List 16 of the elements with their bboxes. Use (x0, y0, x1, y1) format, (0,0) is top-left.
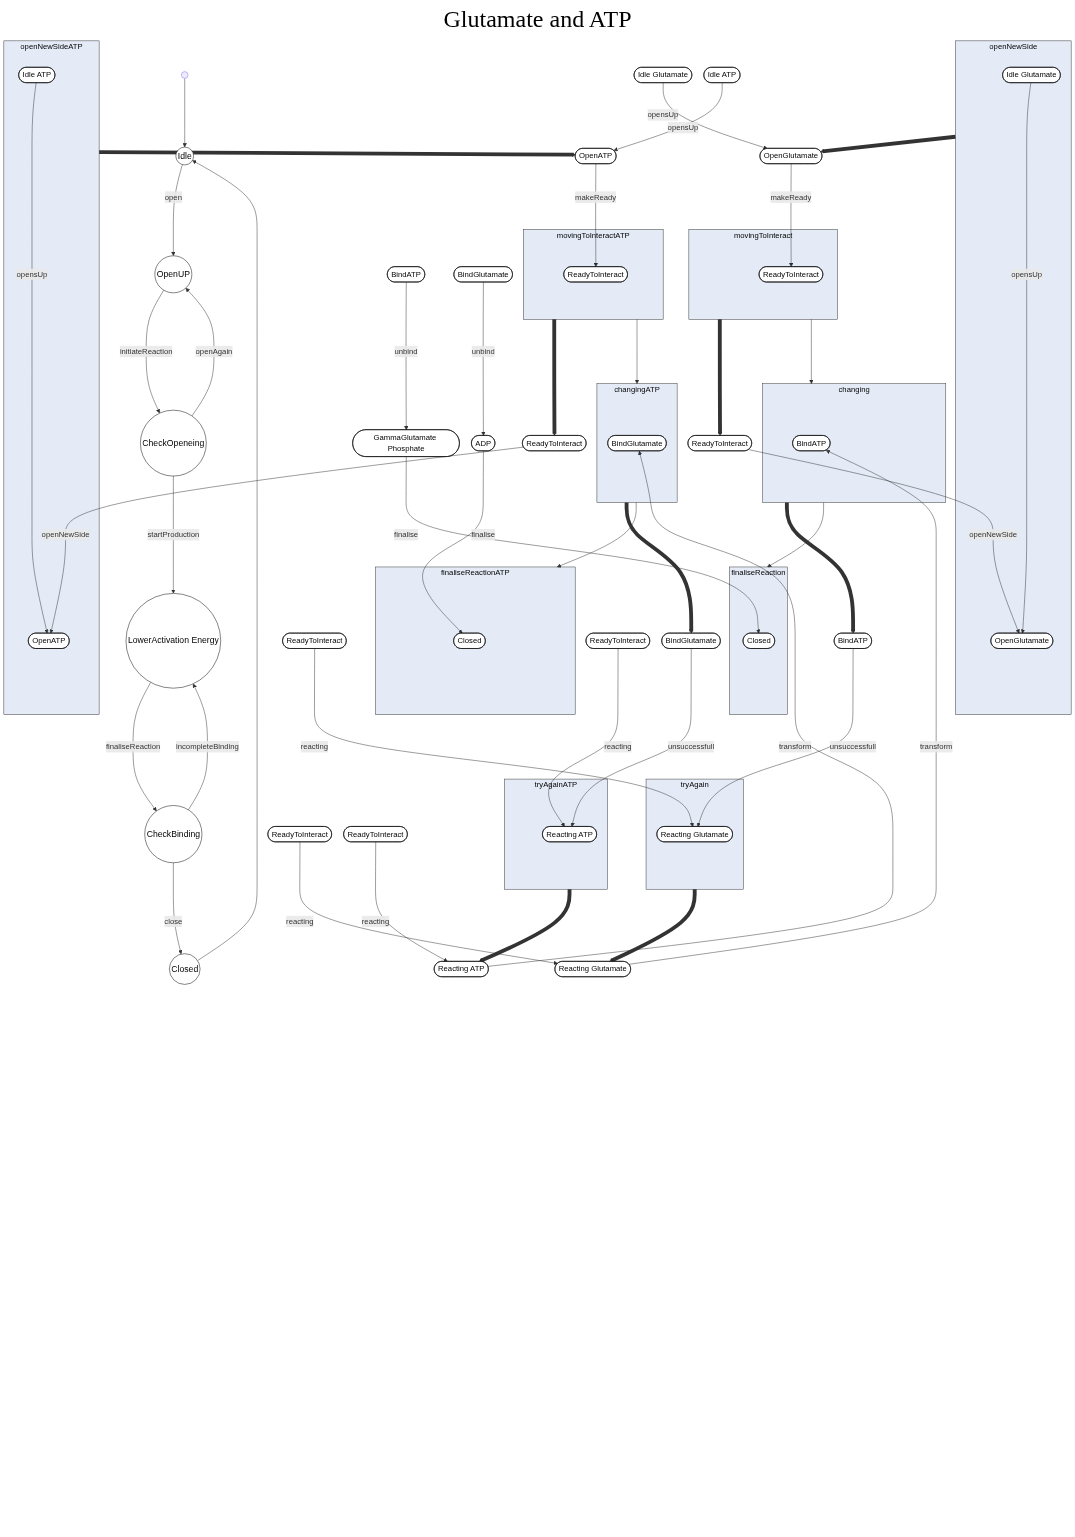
node-circle: CheckOpeneing (140, 409, 207, 477)
node-circle: OpenUP (154, 255, 193, 294)
arrow (717, 319, 723, 436)
arrow (552, 319, 557, 436)
arrow (624, 502, 694, 634)
arrow (478, 889, 572, 963)
arrow (784, 502, 856, 634)
node-circle: Idle (175, 146, 194, 166)
node-circle: CheckBinding (144, 805, 203, 863)
arrow (609, 889, 697, 963)
arrow (99, 150, 576, 157)
node-circle (181, 71, 189, 79)
diagram-title: Glutamate and ATP (443, 6, 632, 33)
node-circle: LowerActivation Energy (125, 593, 221, 689)
arrow (820, 134, 956, 154)
node-circle: Closed (169, 953, 201, 985)
